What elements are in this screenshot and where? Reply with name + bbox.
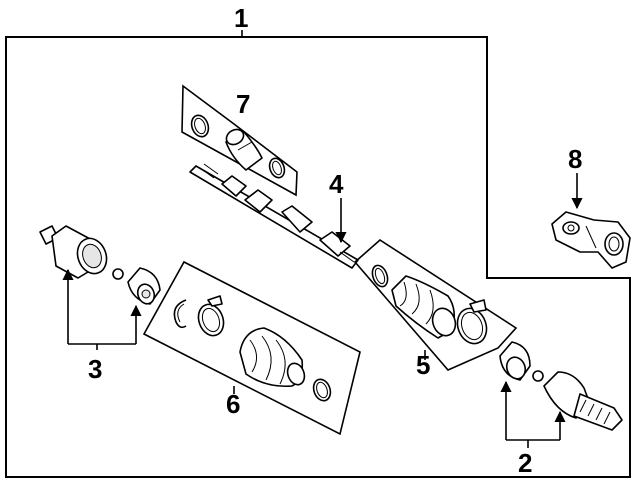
clamp-5-small — [371, 264, 389, 288]
callout-4: 4 — [329, 169, 344, 199]
inner-boot-6 — [239, 327, 306, 388]
outer-boot-5 — [391, 275, 457, 339]
outer-cv-joint — [543, 371, 623, 431]
clamp-small-right — [268, 157, 286, 179]
callout-2: 2 — [518, 448, 532, 478]
clamp-small-left — [190, 114, 210, 138]
support-bracket — [551, 211, 631, 269]
callout-8: 8 — [568, 144, 582, 174]
clamp-6-large — [197, 295, 225, 337]
callout-3: 3 — [88, 354, 102, 384]
clamp-5-large — [456, 299, 488, 345]
callout-7: 7 — [236, 89, 250, 119]
clamp-6-small — [312, 378, 332, 402]
callout-1: 1 — [234, 3, 248, 33]
assembly-border — [5, 36, 631, 478]
outer-bearing — [499, 341, 531, 381]
callout-5: 5 — [416, 350, 430, 380]
small-snap-ring-3 — [112, 268, 124, 280]
group-box-7 — [181, 84, 298, 197]
callout-6: 6 — [226, 389, 240, 419]
group-box-6 — [142, 260, 361, 436]
snap-ring-6 — [173, 299, 187, 329]
inner-boot-7 — [225, 128, 263, 171]
small-snap-ring-2 — [532, 370, 544, 382]
group-box-5 — [353, 238, 518, 371]
tripod-bearing — [127, 267, 161, 305]
inner-cv-joint — [39, 225, 108, 279]
